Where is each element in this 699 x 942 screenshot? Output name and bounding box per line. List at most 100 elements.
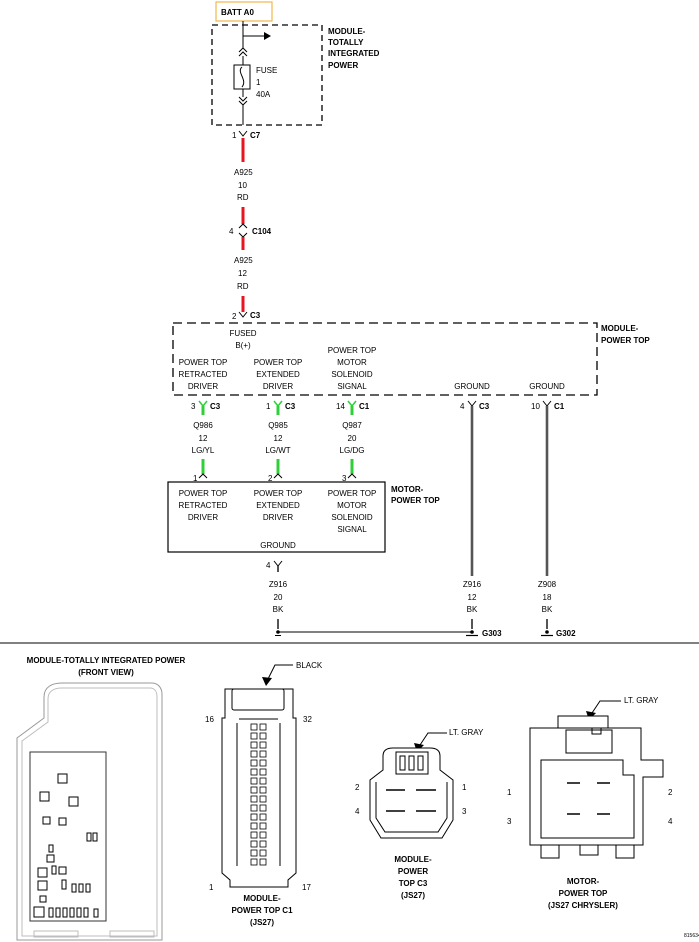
motor-ground-label: GROUND [260, 541, 296, 550]
c1-cavity [259, 849, 267, 857]
motor-conn-pin-label: 2 [668, 788, 673, 797]
svg-text:MODULE-: MODULE- [243, 894, 281, 903]
svg-text:MODULE-: MODULE- [601, 324, 639, 333]
c1-pin-1-label: 1 [209, 883, 214, 892]
tipm-internal-feed [242, 21, 264, 48]
c1-cavity [250, 840, 258, 848]
svg-text:POWER TOP: POWER TOP [601, 336, 650, 345]
svg-text:DRIVER: DRIVER [263, 513, 293, 522]
svg-text:TOTALLY: TOTALLY [328, 38, 364, 47]
svg-text:12: 12 [274, 434, 283, 443]
svg-text:Z908: Z908 [538, 580, 557, 589]
c3-pin-label: 1 [462, 783, 467, 792]
wire-label-z908-18: Z908 18 BK [538, 580, 557, 614]
c3-pin-label: 4 [355, 807, 360, 816]
fuse-icon [233, 64, 251, 90]
svg-text:(JS27): (JS27) [401, 891, 425, 900]
motor-conn-pin-label: 3 [507, 817, 512, 826]
svg-text:SIGNAL: SIGNAL [337, 525, 367, 534]
c1-cavity [250, 804, 258, 812]
svg-text:POWER TOP: POWER TOP [328, 346, 377, 355]
c1-cavity [259, 759, 267, 767]
c1-pin-grid [250, 723, 267, 866]
c1-color-callout: BLACK [262, 661, 323, 686]
pin-c3-4: 4 C3 [460, 400, 490, 411]
c1-cavity [259, 750, 267, 758]
ground-g303: G303 [275, 629, 502, 638]
svg-text:3: 3 [342, 474, 347, 483]
c1-cavity [250, 831, 258, 839]
wire-label-a925-12: A925 12 RD [234, 256, 253, 291]
wire-label-z916-20: Z916 20 BK [269, 580, 288, 614]
svg-text:G302: G302 [556, 629, 576, 638]
svg-text:2: 2 [232, 312, 237, 321]
connector-icon [238, 47, 248, 57]
svg-text:(JS27): (JS27) [250, 918, 274, 927]
svg-text:RETRACTED: RETRACTED [179, 501, 228, 510]
svg-text:1: 1 [266, 402, 271, 411]
retracted-driver-label: POWER TOP RETRACTED DRIVER [179, 358, 228, 391]
c1-cavity [259, 723, 267, 731]
svg-text:DRIVER: DRIVER [188, 513, 218, 522]
svg-text:LT. GRAY: LT. GRAY [449, 728, 484, 737]
svg-text:Q987: Q987 [342, 421, 362, 430]
batt-a0-box [215, 1, 273, 22]
svg-text:MODULE-TOTALLY INTEGRATED POWE: MODULE-TOTALLY INTEGRATED POWER [27, 656, 186, 665]
c1-pin-16-label: 16 [205, 715, 214, 724]
c1-connector-drawing [221, 688, 297, 888]
svg-text:10: 10 [531, 402, 540, 411]
svg-text:LT. GRAY: LT. GRAY [624, 696, 659, 705]
svg-text:G303: G303 [482, 629, 502, 638]
wire-label-q987: Q987 20 LG/DG [340, 421, 365, 455]
svg-text:INTEGRATED: INTEGRATED [328, 49, 380, 58]
svg-text:20: 20 [348, 434, 357, 443]
svg-text:(JS27 CHRYSLER): (JS27 CHRYSLER) [548, 901, 618, 910]
motor-pin-1: 1 [193, 473, 208, 483]
c1-cavity [259, 858, 267, 866]
c1-cavity [259, 795, 267, 803]
svg-text:4: 4 [266, 561, 271, 570]
svg-text:Q985: Q985 [268, 421, 288, 430]
motor-pin-4: 4 [266, 560, 283, 572]
pin-c3-1: 1 C3 [266, 400, 296, 411]
c1-cavity [259, 840, 267, 848]
svg-text:3: 3 [191, 402, 196, 411]
svg-text:C3: C3 [285, 402, 296, 411]
motor-connector-caption: MOTOR- POWER TOP (JS27 CHRYSLER) [548, 877, 618, 910]
connector-c104: 4 C104 [229, 223, 272, 238]
svg-text:A925: A925 [234, 168, 253, 177]
svg-text:POWER TOP C1: POWER TOP C1 [231, 906, 293, 915]
c3-pin-label: 3 [462, 807, 467, 816]
tipm-module-box [211, 24, 323, 126]
svg-text:POWER TOP: POWER TOP [391, 496, 440, 505]
svg-text:Z916: Z916 [463, 580, 482, 589]
svg-text:4: 4 [460, 402, 465, 411]
wire-label-q985: Q985 12 LG/WT [265, 421, 290, 455]
svg-text:C104: C104 [252, 227, 272, 236]
svg-text:SIGNAL: SIGNAL [337, 382, 367, 391]
svg-text:14: 14 [336, 402, 345, 411]
svg-text:(FRONT VIEW): (FRONT VIEW) [78, 668, 134, 677]
svg-text:LG/YL: LG/YL [192, 446, 215, 455]
svg-text:BK: BK [467, 605, 478, 614]
svg-text:C7: C7 [250, 131, 261, 140]
svg-text:C3: C3 [210, 402, 221, 411]
svg-text:SOLENOID: SOLENOID [331, 370, 373, 379]
connector-icon [238, 96, 248, 106]
c1-cavity [250, 813, 258, 821]
arrow-icon [264, 32, 271, 40]
svg-text:RD: RD [237, 193, 249, 202]
fused-b-plus-label: FUSED B(+) [229, 329, 256, 350]
tipm-module-label: MODULE- TOTALLY INTEGRATED POWER [328, 27, 380, 70]
svg-text:BK: BK [542, 605, 553, 614]
svg-text:40A: 40A [256, 90, 271, 99]
ground-label: GROUND [529, 382, 565, 391]
svg-text:POWER TOP: POWER TOP [254, 358, 303, 367]
c1-cavity [250, 777, 258, 785]
svg-text:POWER: POWER [398, 867, 428, 876]
c1-cavity [250, 723, 258, 731]
power-top-module-box [172, 322, 598, 396]
c1-cavity [250, 732, 258, 740]
power-top-module-label: MODULE- POWER TOP [601, 324, 650, 345]
